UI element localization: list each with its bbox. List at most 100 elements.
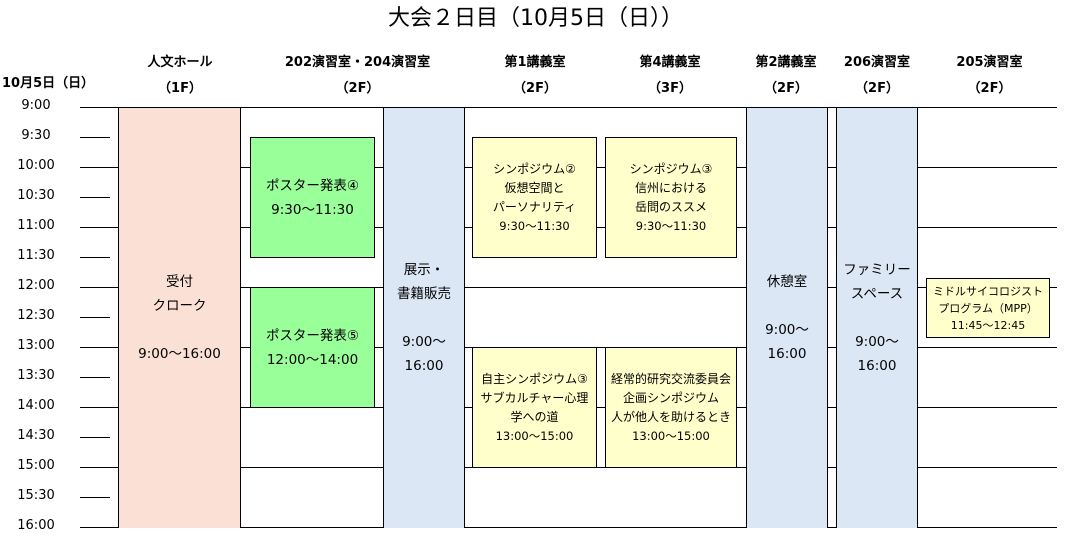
time-tick [80,407,110,408]
page-title: 大会２日目（10月5日（日）） [388,6,683,31]
time-tick [80,167,110,168]
event-subtitle: 岳問のススメ [634,199,707,214]
event-time: 13:00～15:00 [632,428,710,443]
event-title: ファミリー [843,262,911,278]
event-subtitle: 企画シンポジウム [622,390,719,405]
time-tick [80,377,110,378]
event-title: 経常的研究交流委員会 [610,371,731,386]
room-floor: （1F） [158,81,202,96]
time-label: 12:30 [17,308,55,323]
room-floor: （2F） [855,81,899,96]
event-title: ミドルサイコロジスト [933,284,1043,298]
time-tick [80,257,110,258]
event-committee-symposium[interactable]: 経常的研究交流委員会 企画シンポジウム 人が他人を助けるとき 13:00～15:… [605,347,737,468]
room-floor: （3F） [648,81,692,96]
event-title: ポスター発表⑤ [265,327,360,344]
room-name: 人文ホール [147,55,213,70]
event-family-space[interactable]: ファミリー スペース 9:00～ 16:00 [836,107,918,528]
room-name: 第2講義室 [755,55,817,70]
time-label: 10:00 [17,158,55,173]
time-tick [80,467,110,468]
room-name: 202演習室・204演習室 [284,55,431,70]
event-subtitle: 信州における [634,180,707,195]
time-label: 9:00 [21,98,51,113]
event-title: 休憩室 [766,274,808,290]
time-tick [80,497,110,498]
event-poster-5[interactable]: ポスター発表⑤ 12:00～14:00 [250,287,375,408]
event-title: シンポジウム② [493,161,576,176]
grid-line [110,287,1057,288]
time-tick [80,437,110,438]
event-subtitle: パーソナリティ [492,199,577,214]
event-subtitle: プログラム（MPP） [938,301,1038,315]
room-header-206: 206演習室 （2F） [835,50,919,102]
room-header-205: 205演習室 （2F） [922,50,1057,102]
time-label: 15:30 [17,488,55,503]
room-header-lecture-2: 第2講義室 （2F） [745,50,827,102]
event-title: 受付 [166,274,193,290]
event-time-end: 16:00 [767,346,807,362]
event-time-start: 9:00～ [402,334,446,350]
room-header-lecture-1: 第1講義室 （2F） [472,50,598,102]
room-name: 第4講義室 [639,55,701,70]
time-label: 16:00 [17,518,55,533]
time-label: 15:00 [17,458,55,473]
time-tick [80,347,110,348]
event-jishu-symposium-3[interactable]: 自主シンポジウム③ サブカルチャー心理 学への道 13:00～15:00 [472,347,597,468]
time-label: 13:00 [17,338,55,353]
event-time: 9:30～11:30 [499,218,570,233]
event-title: 展示・ [403,262,445,278]
room-floor: （2F） [513,81,557,96]
event-title: シンポジウム③ [629,161,713,176]
event-rest-room[interactable]: 休憩室 9:00～ 16:00 [746,107,828,528]
room-name: 第1講義室 [504,55,566,70]
event-time: 11:45～12:45 [950,318,1026,332]
time-label: 11:00 [17,218,55,233]
time-tick [80,527,110,528]
room-floor: （2F） [335,81,380,96]
event-time: 9:30～11:30 [271,201,354,218]
room-header-lecture-4: 第4講義室 （3F） [605,50,735,102]
event-subtitle: クローク [152,298,207,314]
event-subtitle: 人が他人を助けるとき [610,409,731,424]
room-name: 206演習室 [843,55,911,70]
time-label: 9:30 [21,128,51,143]
event-time-end: 16:00 [404,358,444,374]
event-exhibit-bookstore[interactable]: 展示・ 書籍販売 9:00～ 16:00 [383,107,465,528]
time-label: 11:30 [17,248,55,263]
room-header-jinbun-hall: 人文ホール （1F） [120,50,240,102]
event-symposium-2[interactable]: シンポジウム② 仮想空間と パーソナリティ 9:30～11:30 [472,137,597,258]
time-label: 14:30 [17,428,55,443]
event-middle-psychologist-program[interactable]: ミドルサイコロジスト プログラム（MPP） 11:45～12:45 [926,278,1050,338]
event-symposium-3[interactable]: シンポジウム③ 信州における 岳問のススメ 9:30～11:30 [605,137,737,258]
event-title: 自主シンポジウム③ [481,371,588,386]
time-label: 13:30 [17,368,55,383]
date-header: 10月5日（日） [2,76,95,91]
time-tick [80,197,110,198]
grid-line [110,107,1057,108]
room-name: 205演習室 [956,55,1023,70]
event-title: ポスター発表④ [265,177,360,194]
time-tick [80,227,110,228]
event-subtitle: 仮想空間と [504,180,565,195]
event-time: 9:30～11:30 [635,218,707,233]
grid-line [110,527,1057,528]
event-time: 13:00～15:00 [495,428,574,443]
event-reception-cloak[interactable]: 受付 クローク 9:00～16:00 [118,107,241,528]
event-subtitle: 学への道 [510,409,559,424]
time-label: 14:00 [17,398,55,413]
event-time-start: 9:00～ [855,334,899,350]
time-label: 12:00 [17,278,55,293]
event-time-end: 16:00 [857,358,897,374]
event-subtitle: 書籍販売 [397,286,451,302]
event-poster-4[interactable]: ポスター発表④ 9:30～11:30 [250,137,375,258]
event-time: 12:00～14:00 [266,351,359,368]
time-tick [80,317,110,318]
room-floor: （2F） [764,81,808,96]
time-tick [80,107,110,108]
event-time-start: 9:00～ [765,322,809,338]
room-floor: （2F） [967,81,1012,96]
room-header-202-204: 202演習室・204演習室 （2F） [240,50,475,102]
time-tick [80,287,110,288]
event-subtitle: スペース [850,286,904,302]
